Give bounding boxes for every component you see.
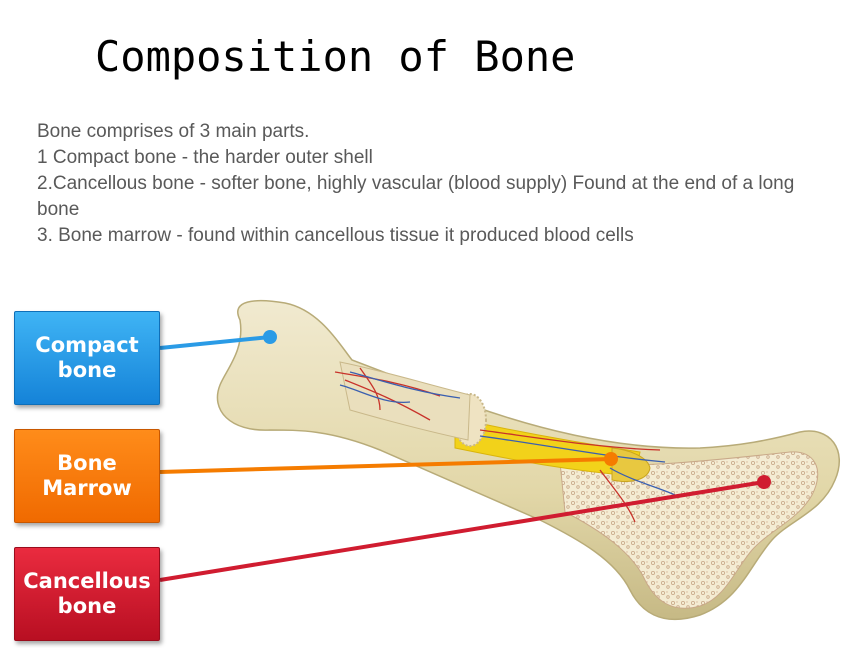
cancellous-leader-dot: [757, 475, 771, 489]
body-line-4: 3. Bone marrow - found within cancellous…: [37, 225, 634, 246]
label-cancellous-bone-text: Cancellous bone: [23, 569, 151, 618]
body-line-1: Bone comprises of 3 main parts.: [37, 121, 310, 142]
label-bone-marrow-text: Bone Marrow: [42, 451, 132, 500]
label-compact-bone: Compact bone: [14, 311, 160, 405]
marrow-leader-line: [159, 457, 612, 474]
label-compact-bone-text: Compact bone: [35, 333, 139, 382]
label-cancellous-bone: Cancellous bone: [14, 547, 160, 641]
outer-shell-cut: [339, 361, 471, 441]
body-line-3: 2.Cancellous bone - softer bone, highly …: [37, 173, 795, 220]
blood-vessels: [334, 367, 676, 523]
cancellous-leader-line: [159, 480, 765, 582]
compact-leader-line: [159, 335, 271, 350]
body-text: Bone comprises of 3 main parts. 1 Compac…: [37, 119, 837, 249]
label-bone-marrow: Bone Marrow: [14, 429, 160, 523]
body-line-2: 1 Compact bone - the harder outer shell: [37, 147, 373, 168]
cancellous-section: [559, 451, 819, 609]
slide-title: Composition of Bone: [95, 32, 576, 81]
compact-leader-dot: [263, 330, 277, 344]
marrow-leader-dot: [604, 452, 618, 466]
